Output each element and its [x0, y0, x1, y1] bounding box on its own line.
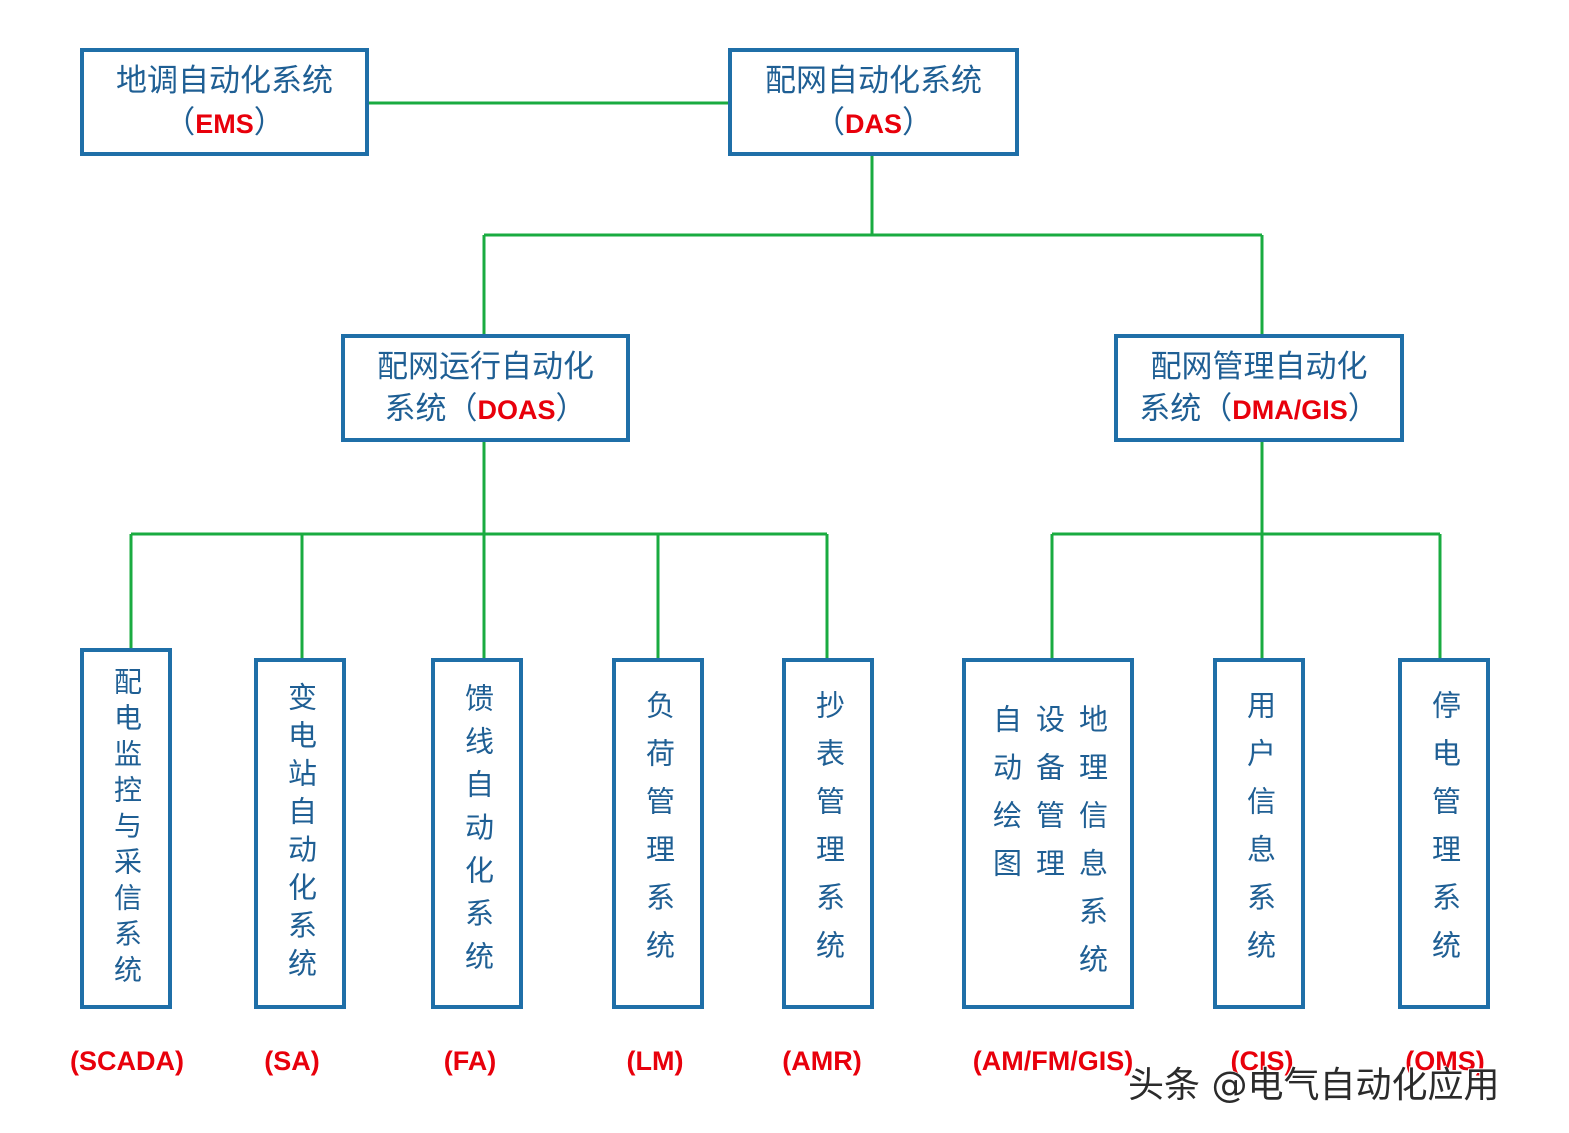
sa-code: (SA): [264, 1046, 320, 1076]
sa-box: 变电站自动化系统: [254, 658, 346, 1009]
gis-box: 地理信息系统 设备管理 自动绘图: [962, 658, 1134, 1009]
gis-code: (AM/FM/GIS): [972, 1046, 1134, 1076]
das-code: DAS: [844, 108, 902, 139]
cis-text: 用户信息系统: [1242, 689, 1277, 978]
ems-code: EMS: [195, 108, 254, 139]
watermark: 头条 @电气自动化应用: [1128, 1065, 1500, 1106]
scada-box: 配电监控与采信系统: [80, 648, 172, 1009]
ems-box: 地调自动化系统 （EMS）: [80, 48, 369, 156]
oms-box: 停电管理系统: [1398, 658, 1490, 1009]
oms-text: 停电管理系统: [1427, 689, 1462, 978]
lm-code: (LM): [626, 1046, 684, 1076]
dma-title: 配网管理自动化: [1150, 348, 1368, 385]
fa-code: (FA): [443, 1046, 497, 1076]
ems-code-line: （EMS）: [164, 104, 285, 141]
doas-box: 配网运行自动化 系统（DOAS）: [341, 334, 630, 442]
gis-col-1: 地理信息系统: [1074, 704, 1109, 992]
cis-box: 用户信息系统: [1213, 658, 1305, 1009]
sa-text: 变电站自动化系统: [283, 681, 318, 986]
amr-text: 抄表管理系统: [811, 689, 846, 978]
scada-text: 配电监控与采信系统: [110, 666, 143, 991]
dma-code-line: 系统（DMA/GIS）: [1139, 390, 1379, 427]
doas-code: DOAS: [477, 394, 556, 425]
gis-col-2: 设备管理: [1031, 704, 1066, 896]
das-code-line: （DAS）: [813, 104, 933, 141]
das-title: 配网自动化系统: [765, 62, 982, 99]
cis-code: (CIS): [1230, 1046, 1294, 1076]
amr-box: 抄表管理系统: [782, 658, 874, 1009]
amr-code: (AMR): [782, 1046, 862, 1076]
gis-col-3: 自动绘图: [988, 704, 1023, 896]
doas-title: 配网运行自动化: [377, 348, 594, 385]
lm-text: 负荷管理系统: [641, 689, 676, 978]
oms-code: (OMS): [1405, 1046, 1485, 1076]
dma-box: 配网管理自动化 系统（DMA/GIS）: [1114, 334, 1404, 442]
ems-title: 地调自动化系统: [116, 62, 333, 99]
fa-box: 馈线自动化系统: [431, 658, 523, 1009]
dma-code: DMA/GIS: [1232, 394, 1348, 425]
lm-box: 负荷管理系统: [612, 658, 704, 1009]
scada-code: (SCADA): [70, 1046, 184, 1076]
das-box: 配网自动化系统 （DAS）: [728, 48, 1019, 156]
doas-code-line: 系统（DOAS）: [384, 390, 587, 427]
fa-text: 馈线自动化系统: [460, 683, 495, 984]
